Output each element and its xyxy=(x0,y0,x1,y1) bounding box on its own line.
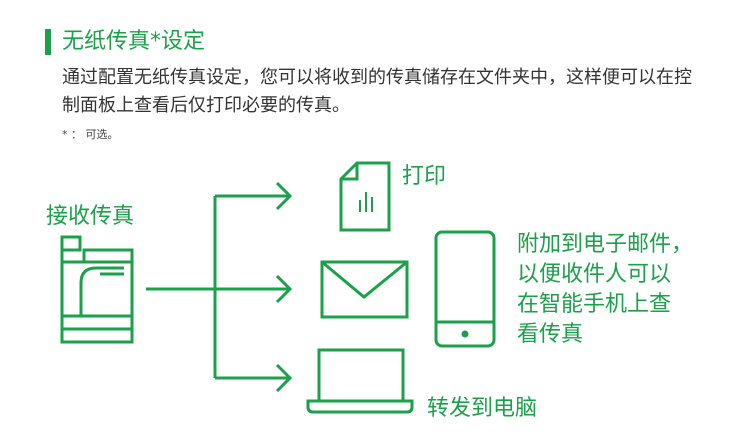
title-accent-bar xyxy=(45,29,51,55)
flow-arrows xyxy=(146,181,293,393)
laptop-icon xyxy=(306,348,414,414)
envelope-icon xyxy=(320,260,409,319)
print-label: 打印 xyxy=(402,164,447,189)
printer-icon xyxy=(60,235,134,344)
receive-fax-label: 接收传真 xyxy=(46,204,135,229)
email-attach-label: 附加到电子邮件， 以便收件人可以 在智能手机上查 看传真 xyxy=(517,230,717,350)
smartphone-icon xyxy=(434,230,496,348)
email-label-line-3: 在智能手机上查 xyxy=(517,292,672,317)
smartphone-home-dot xyxy=(461,330,469,338)
document-icon xyxy=(339,161,391,232)
page-title: 无纸传真*设定 xyxy=(62,29,206,54)
optional-note: * ： 可选。 xyxy=(62,128,119,141)
email-label-line-1: 附加到电子邮件， xyxy=(517,232,694,257)
email-label-line-2: 以便收件人可以 xyxy=(517,262,672,287)
forward-to-pc-label: 转发到电脑 xyxy=(427,396,538,421)
email-label-line-4: 看传真 xyxy=(517,322,584,347)
description-text: 通过配置无纸传真设定，您可以将收到的传真储存在文件夹中，这样便可以在控制面板上查… xyxy=(62,67,692,116)
